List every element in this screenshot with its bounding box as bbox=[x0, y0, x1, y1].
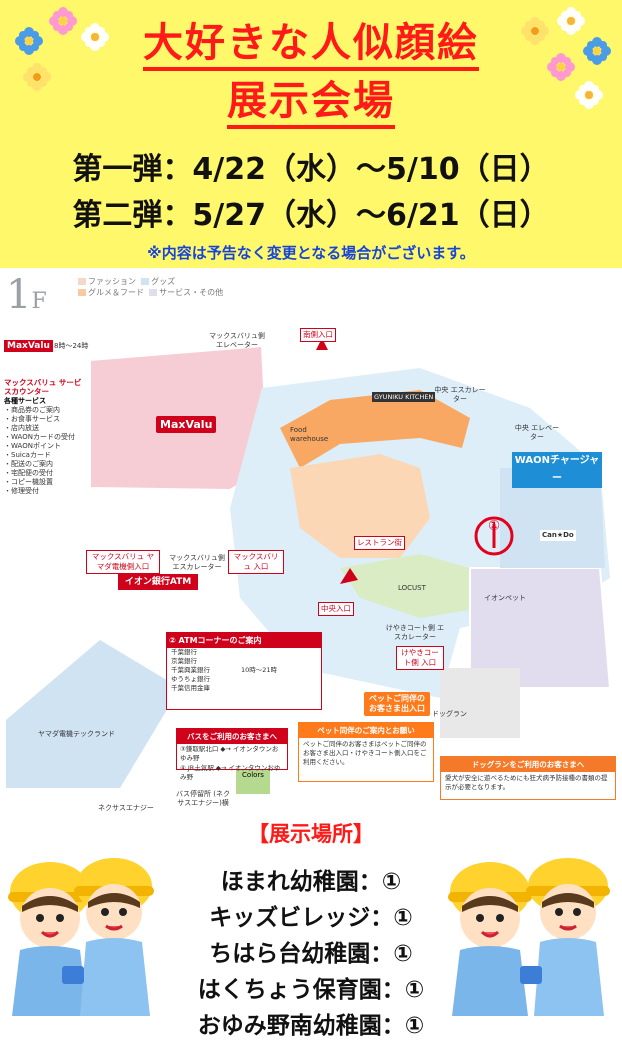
flower-icon bbox=[23, 63, 51, 91]
aeon-atm-label: イオン銀行ATM bbox=[118, 574, 198, 590]
max-escalator-label: マックスバリュ側 エスカレーター bbox=[169, 554, 225, 571]
food-warehouse-label: Food warehouse bbox=[290, 426, 329, 443]
flower-icon bbox=[81, 23, 109, 51]
restaurant-area-label: レストラン街 bbox=[354, 536, 405, 550]
flower-icon bbox=[547, 53, 575, 81]
maxvalu-logo: MaxValu bbox=[156, 416, 217, 433]
flower-icon bbox=[15, 27, 43, 55]
center-escalator-label: 中央 エスカレーター bbox=[434, 386, 486, 403]
flower-icon bbox=[583, 37, 611, 65]
dog-run-info-box: ドッグランをご利用のお客さまへ 愛犬が安全に遊べるためにも狂犬病予防接種の書類の… bbox=[440, 756, 616, 800]
cando-area bbox=[500, 468, 605, 568]
floor-map: 1F ファッション グッズ グルメ＆フード サービス・その他 MaxValu 8… bbox=[0, 268, 622, 816]
exhibit-section: 【展示場所】 ほまれ幼稚園：① キッ bbox=[0, 816, 622, 1046]
maxvalu-logo-small: MaxValu bbox=[4, 340, 53, 352]
locust-label: LOCUST bbox=[398, 584, 426, 592]
flower-icon bbox=[49, 7, 77, 35]
gyuniku-kitchen-label: GYUNIKU KITCHEN bbox=[372, 392, 436, 402]
yamada-area bbox=[6, 640, 180, 788]
nexus-energy-label: ネクサスエナジー bbox=[98, 804, 154, 812]
bus-stop-label: バス停留所 (ネクサスエナジー)横 bbox=[176, 790, 230, 807]
kindergarten-kids-illustration bbox=[448, 858, 610, 1016]
list-item: おゆみ野南幼稚園：① bbox=[197, 1013, 425, 1039]
waon-charger-label: WAONチャージャー bbox=[512, 452, 602, 488]
center-entrance-label: 中央入口 bbox=[318, 602, 354, 616]
keyaki-entrance-label: けやきコート側 入口 bbox=[396, 646, 444, 670]
venue-title: 展示会場 bbox=[0, 68, 622, 129]
maxvalu-hours: 8時～24時 bbox=[54, 342, 89, 350]
flower-icon bbox=[575, 81, 603, 109]
flower-icon bbox=[521, 17, 549, 45]
south-entrance-label: 南側入口 bbox=[300, 328, 336, 342]
parking-area bbox=[440, 668, 520, 738]
max-entrance-label: マックスバリュ 入口 bbox=[228, 550, 284, 574]
list-item: はくちょう保育園：① bbox=[197, 977, 425, 1003]
aeon-pet-label: イオンペット bbox=[484, 594, 526, 602]
bus-info-box: バスをご利用のお客さまへ ③鎌取駅北口 ◆→ イオンタウンおゆみ野 ④ JR土気… bbox=[176, 728, 288, 781]
atm-corner-box: ② ATMコーナーのご案内 千葉銀行 京葉銀行 千葉興業銀行 ゆうちょ銀行 千葉… bbox=[166, 632, 322, 710]
service-counter-info: マックスバリュ サービスカウンター 各種サービス ・商品券のご案内 ・お食事サー… bbox=[4, 378, 82, 495]
flower-icon bbox=[557, 7, 585, 35]
yamada-label: ヤマダ電機テックランド bbox=[38, 730, 115, 738]
exhibit-number: ① bbox=[488, 518, 500, 534]
max-yamada-entrance-label: マックスバリュ ヤマダ電機側入口 bbox=[86, 550, 160, 574]
food-court bbox=[290, 454, 430, 558]
garden-area bbox=[340, 554, 480, 618]
floor-label: 1F bbox=[6, 272, 47, 318]
kindergarten-kids-illustration bbox=[8, 858, 154, 1016]
center-elevator-label: 中央 エレベーター bbox=[514, 424, 560, 441]
cando-label: Can★Do bbox=[540, 530, 576, 541]
dog-run-label: ドッグラン bbox=[432, 710, 467, 718]
list-item: キッズビレッジ：① bbox=[209, 905, 413, 931]
exhibit-location-marker bbox=[474, 516, 514, 556]
exhibit-heading: 【展示場所】 bbox=[248, 822, 374, 846]
max-elevator-label: マックスバリュ側 エレベーター bbox=[209, 332, 265, 349]
list-item: ちはら台幼稚園：① bbox=[209, 941, 413, 967]
header-banner: 大好きな人似顔絵 展示会場 第一弾：4/22（水）～5/10（日） 第二弾：5/… bbox=[0, 0, 622, 268]
keyaki-escalator-label: けやきコート側 エスカレーター bbox=[385, 624, 445, 641]
notice-text: ※内容は予告なく変更となる場合がございます。 bbox=[147, 244, 475, 262]
event-title: 大好きな人似顔絵 bbox=[0, 10, 622, 71]
second-period: 第二弾：5/27（水）～6/21（日） bbox=[72, 198, 550, 233]
school-list: ほまれ幼稚園：① キッズビレッジ：① ちはら台幼稚園：① はくちょう保育園：① … bbox=[170, 864, 452, 1044]
map-legend: ファッション グッズ グルメ＆フード サービス・その他 bbox=[78, 276, 223, 298]
list-item: ほまれ幼稚園：① bbox=[220, 869, 402, 895]
pet-info-box: ペット同伴のご案内とお願い ペットご同伴のお客さまはペットご同伴のお客さま出入口… bbox=[298, 722, 434, 782]
food-area bbox=[280, 390, 470, 468]
first-period: 第一弾：4/22（水）～5/10（日） bbox=[72, 152, 550, 187]
pet-entrance-label: ペットご同伴の お客さま出入口 bbox=[364, 692, 430, 716]
